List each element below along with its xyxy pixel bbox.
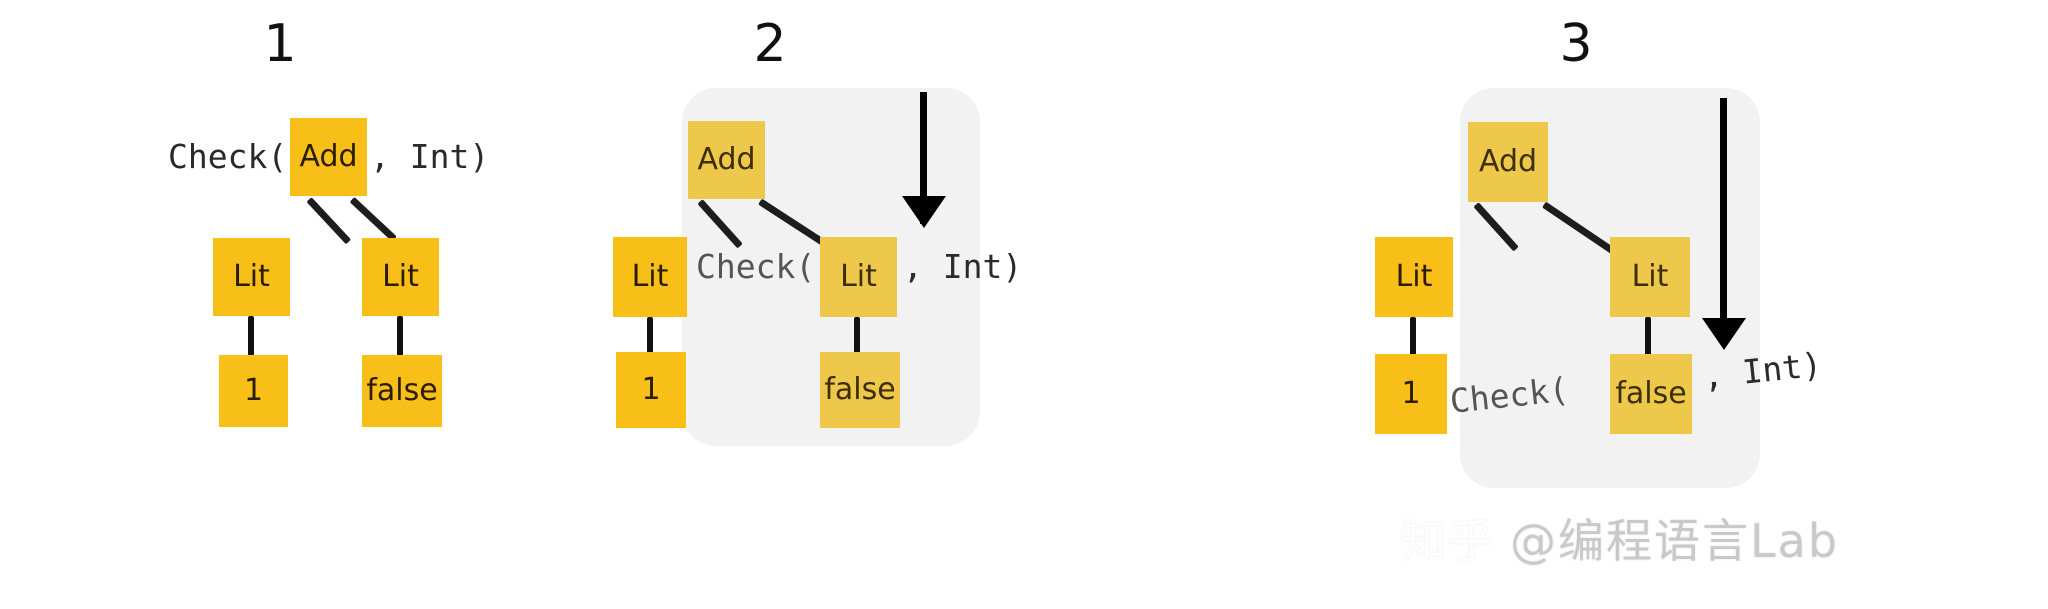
panel-3-node-root: Add — [1468, 122, 1548, 202]
panel-1-edge-root-left — [306, 197, 352, 245]
panel-2-arrow-shaft — [920, 92, 927, 224]
panel-2-leaf-left: 1 — [616, 352, 686, 428]
panel-2-number: 2 — [753, 14, 787, 74]
panel-1-node-right: Lit — [362, 238, 439, 316]
panel-2-edge-right-child — [854, 317, 860, 353]
panel-2-arrow-head — [902, 196, 946, 228]
panel-3-arrow-shaft — [1720, 98, 1727, 340]
panel-1-leaf-left: 1 — [219, 355, 288, 427]
panel-1-number: 1 — [263, 14, 297, 74]
panel-2-node-left: Lit — [613, 237, 687, 317]
panel-2: 2 Add Lit Check( Lit , Int) 1 false — [600, 0, 1320, 609]
panel-3-arrow-head — [1702, 318, 1746, 350]
panel-2-leaf-right: false — [820, 352, 900, 428]
panel-1-code-prefix: Check( — [168, 137, 288, 176]
panel-3-leaf-right: false — [1610, 354, 1692, 434]
panel-1: 1 Check( , Int) Add Lit Lit 1 false — [0, 0, 600, 609]
panel-3: 3 Add Lit Lit 1 false Check( , Int) — [1320, 0, 2048, 609]
panel-1-edge-left-child — [248, 316, 254, 356]
panel-3-node-left: Lit — [1375, 237, 1453, 317]
panel-2-node-right: Lit — [820, 237, 897, 317]
panel-2-code-prefix: Check( — [696, 247, 816, 286]
panel-3-edge-right-child — [1645, 317, 1651, 355]
panel-1-node-root: Add — [290, 118, 367, 196]
panel-3-number: 3 — [1559, 14, 1593, 74]
panel-1-code-suffix: , Int) — [370, 137, 490, 176]
panel-2-code-suffix: , Int) — [903, 247, 1023, 286]
panel-1-leaf-right: false — [362, 355, 442, 427]
panel-3-node-right: Lit — [1610, 237, 1690, 317]
panel-1-node-left: Lit — [213, 238, 290, 316]
panel-3-code-suffix: , Int) — [1700, 344, 1824, 396]
panel-1-edge-root-right — [349, 196, 397, 242]
watermark-handle: @编程语言Lab — [1510, 514, 1840, 568]
panel-2-edge-left-child — [647, 317, 653, 353]
panel-1-edge-right-child — [397, 316, 403, 356]
panel-2-node-root: Add — [688, 121, 765, 199]
panel-3-edge-left-child — [1410, 317, 1416, 355]
watermark-site: 知乎 — [1400, 514, 1496, 568]
panel-3-leaf-left: 1 — [1375, 354, 1447, 434]
